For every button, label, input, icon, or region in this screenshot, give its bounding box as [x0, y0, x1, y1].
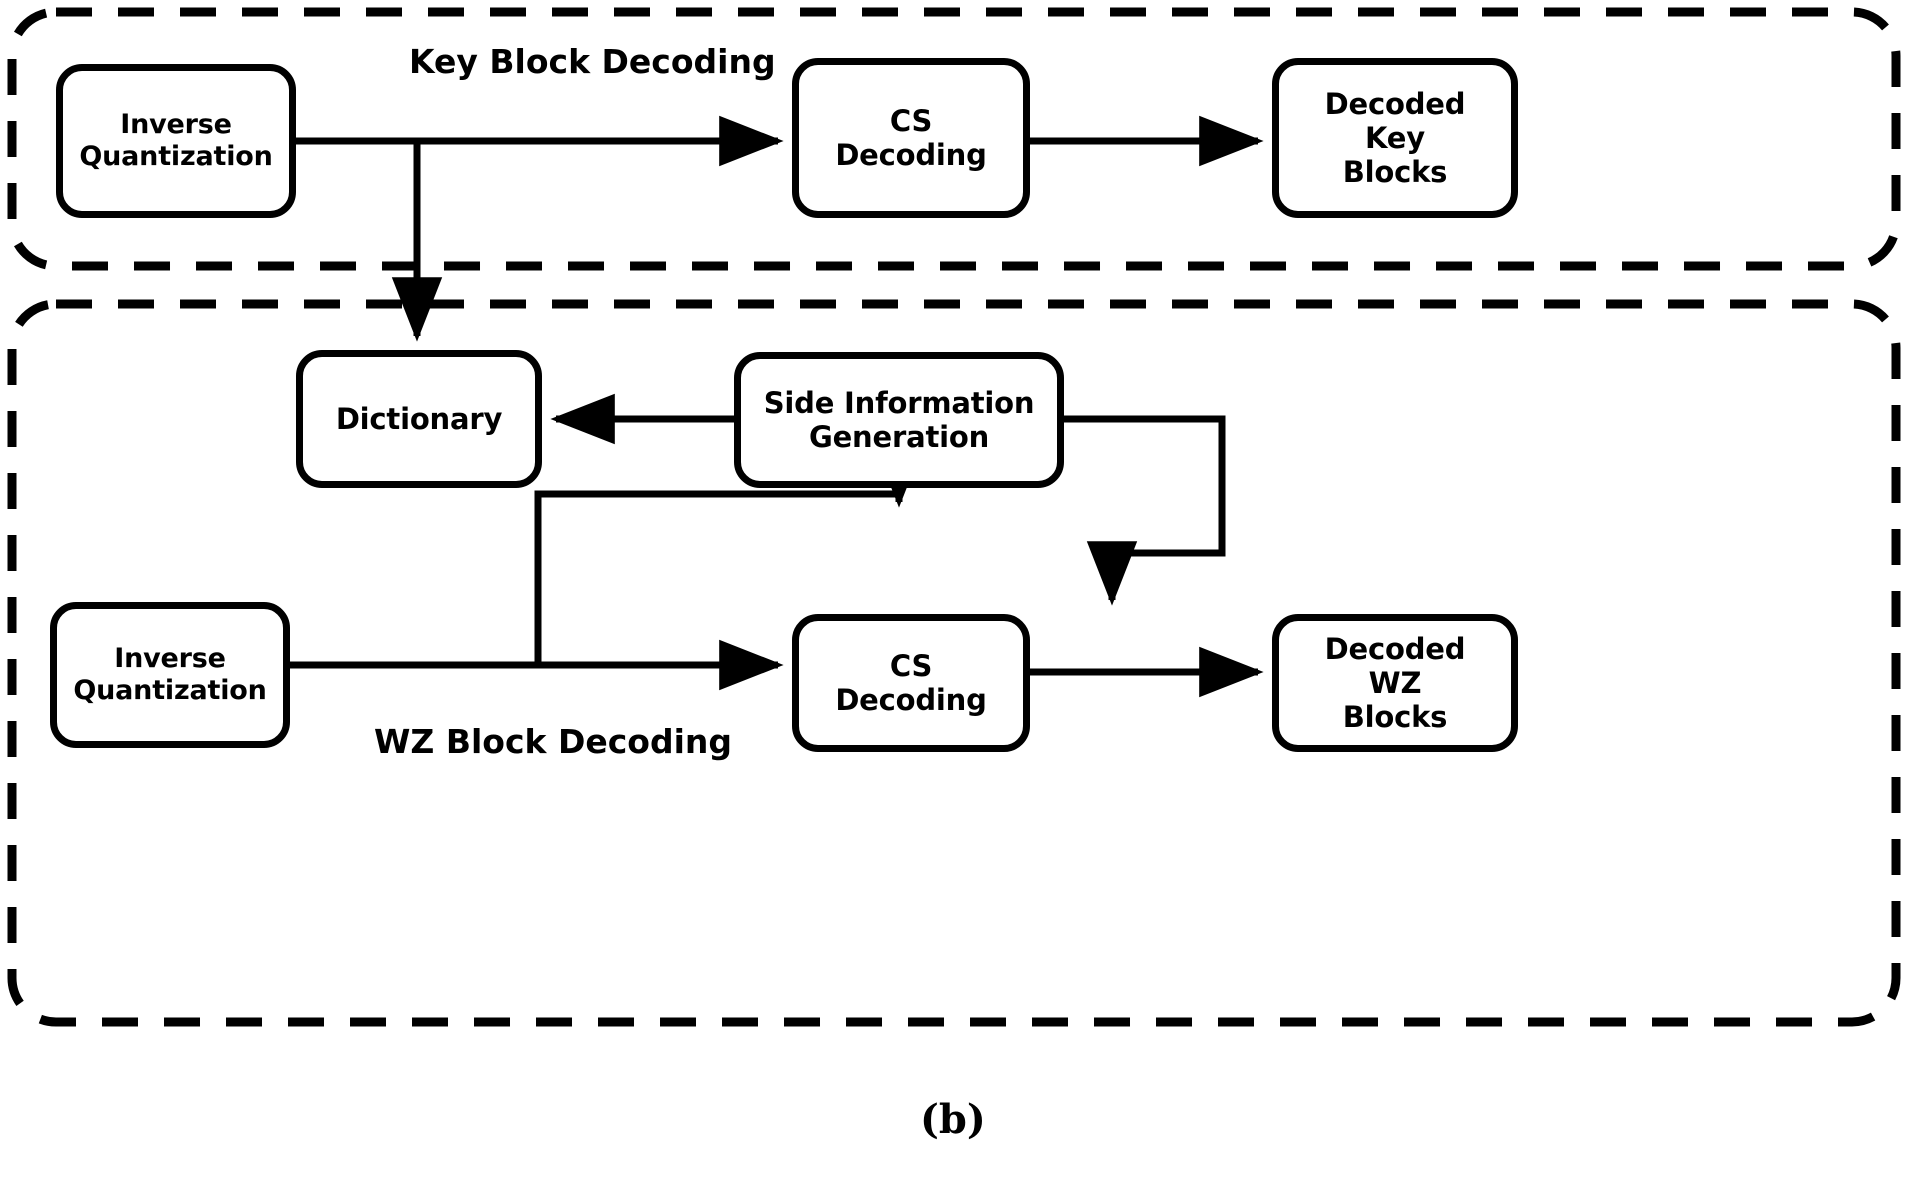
group-border-key-block-decoding — [7, 7, 1901, 271]
node-label-side-information-generation: Side Information Generation — [763, 385, 1035, 454]
connector-iq-wz-to-si-gen — [534, 443, 925, 665]
node-inverse-quantization-key[interactable]: Inverse Quantization — [56, 64, 296, 218]
node-label-inverse-quantization-key: Inverse Quantization — [79, 109, 273, 172]
node-label-cs-decoding-wz: CS Decoding — [835, 648, 987, 717]
node-label-dictionary: Dictionary — [335, 401, 503, 436]
group-border-wz-block-decoding — [7, 299, 1901, 1027]
node-decoded-wz-blocks[interactable]: Decoded WZ Blocks — [1272, 614, 1518, 752]
node-label-decoded-wz-blocks: Decoded WZ Blocks — [1324, 631, 1466, 735]
group-label-wz-block-decoding: WZ Block Decoding — [374, 722, 733, 761]
node-cs-decoding-wz[interactable]: CS Decoding — [792, 614, 1030, 752]
connector-si-gen-to-cs-wz — [1064, 415, 1226, 606]
node-label-inverse-quantization-wz: Inverse Quantization — [73, 643, 267, 706]
node-label-cs-decoding-key: CS Decoding — [835, 103, 987, 172]
node-dictionary[interactable]: Dictionary — [296, 350, 542, 488]
node-decoded-key-blocks[interactable]: Decoded Key Blocks — [1272, 58, 1518, 218]
node-inverse-quantization-wz[interactable]: Inverse Quantization — [50, 602, 290, 748]
node-side-information-generation[interactable]: Side Information Generation — [734, 352, 1064, 488]
node-label-decoded-key-blocks: Decoded Key Blocks — [1324, 86, 1466, 190]
node-cs-decoding-key[interactable]: CS Decoding — [792, 58, 1030, 218]
figure-caption: (b) — [920, 1096, 986, 1143]
group-label-key-block-decoding: Key Block Decoding — [409, 42, 776, 81]
